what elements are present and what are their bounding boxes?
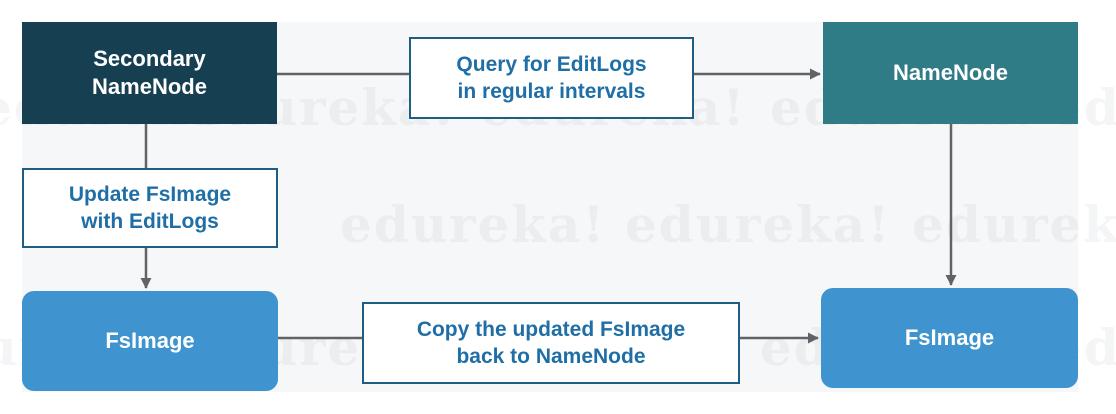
update-fsimage-label: Update FsImage with EditLogs [22,168,278,248]
secondary-namenode-label: Secondary NameNode [92,46,207,99]
namenode-node: NameNode [823,22,1078,124]
secondary-namenode-node: Secondary NameNode [22,22,277,124]
namenode-label: NameNode [893,60,1008,85]
fsimage-namenode-label: FsImage [904,325,995,350]
fsimage-secondary-node: FsImage [22,291,278,391]
copy-fsimage-label: Copy the updated FsImage back to NameNod… [362,302,740,384]
query-editlogs-label: Query for EditLogs in regular intervals [409,37,694,119]
fsimage-namenode-node: FsImage [821,288,1078,388]
fsimage-secondary-label: FsImage [105,328,195,353]
